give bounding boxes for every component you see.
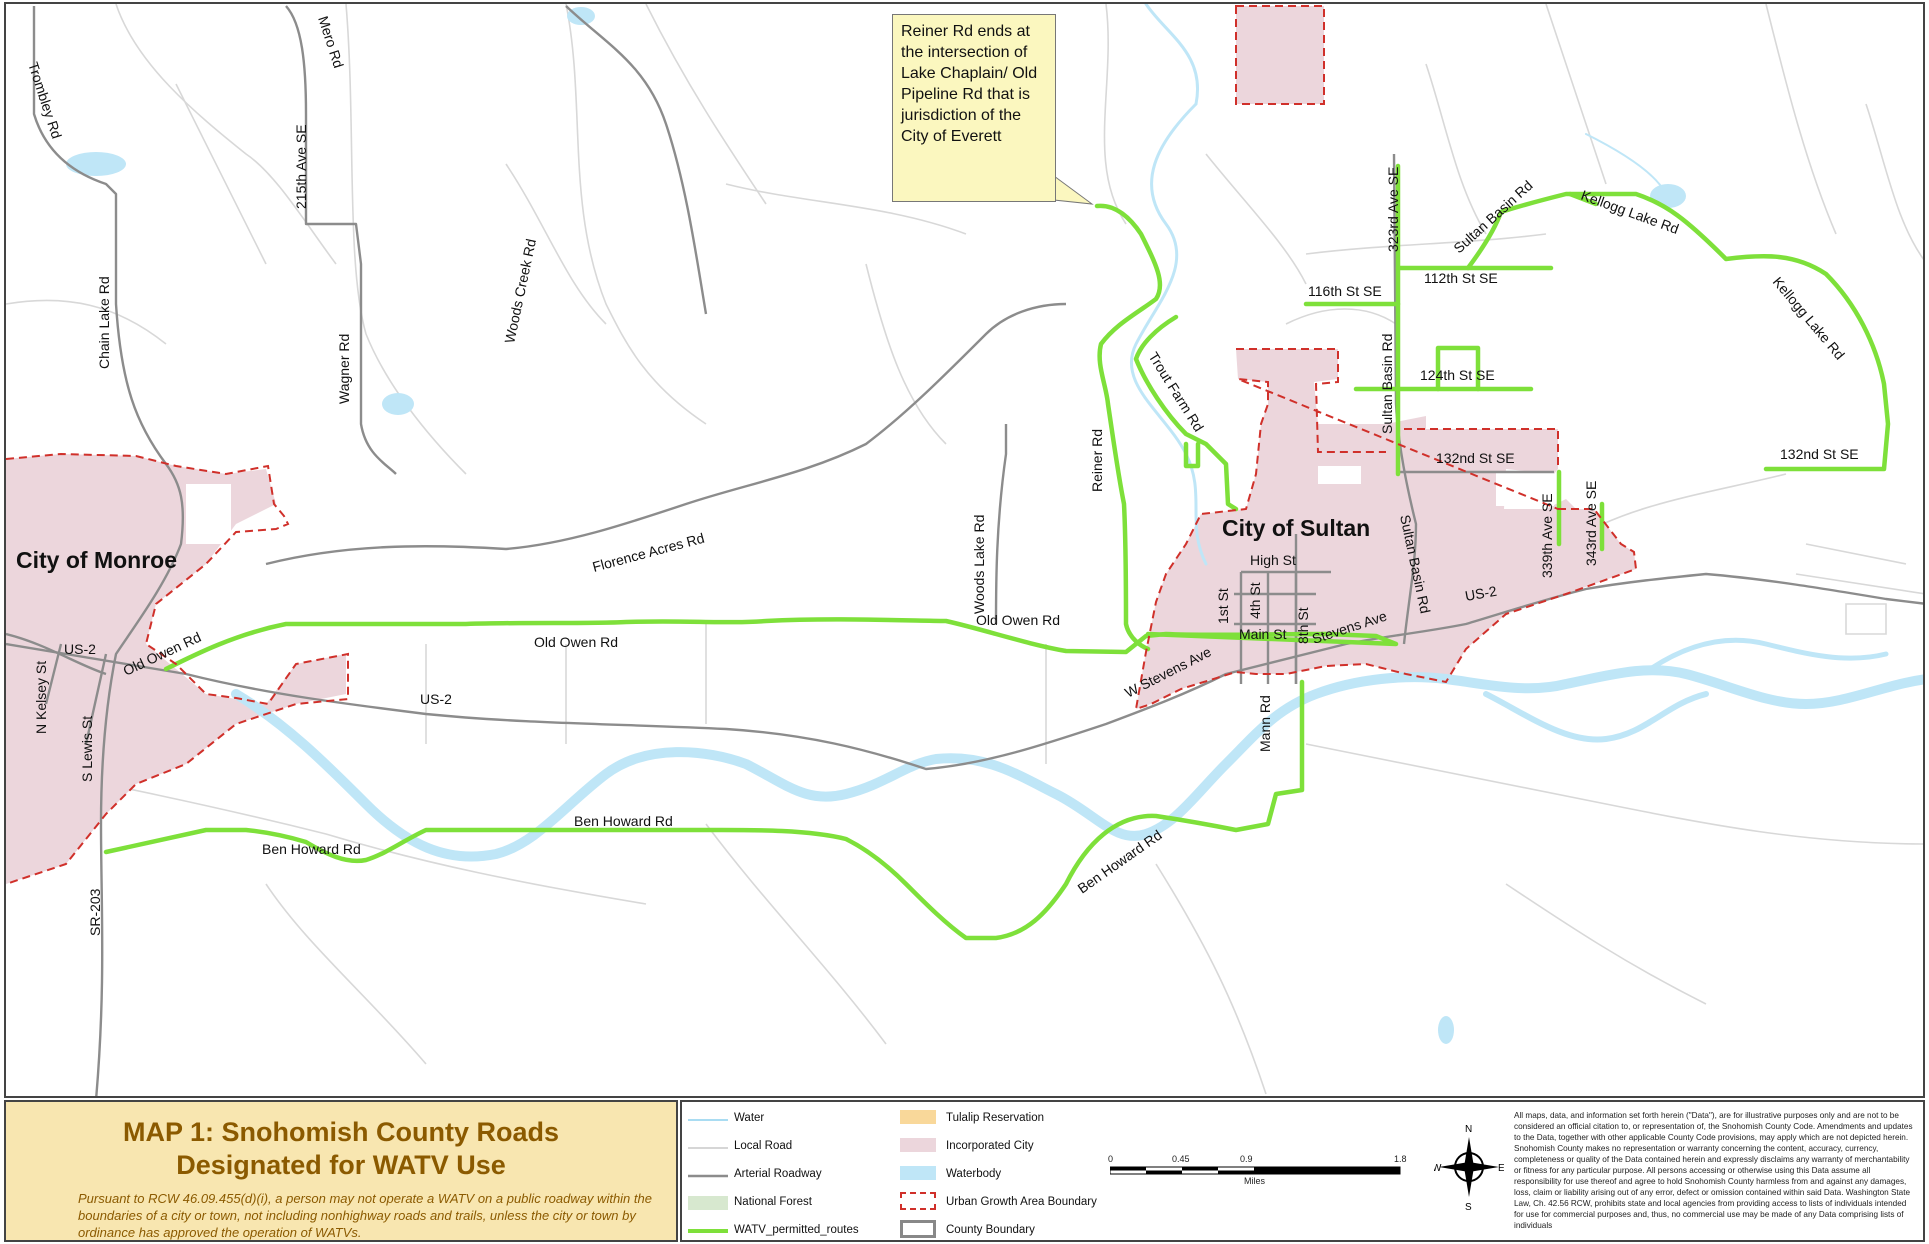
ave343-label: 343rd Ave SE (1583, 481, 1599, 566)
scale-unit: Miles (1244, 1176, 1266, 1186)
scale-label-045: 0.45 (1172, 1154, 1190, 1164)
uga-boundaries (6, 5, 1638, 885)
woods-creek-rd-label: Woods Creek Rd (501, 237, 539, 344)
disclaimer-text: All maps, data, and information set fort… (1514, 1111, 1913, 1230)
ave339-label: 339th Ave SE (1539, 493, 1555, 578)
wagner-rd-label: Wagner Rd (336, 334, 352, 404)
compass-east: E (1498, 1163, 1504, 1174)
legend-waterbody: Waterbody (946, 1168, 1002, 1180)
compass-south: S (1465, 1202, 1472, 1212)
scale-label-18: 1.8 (1394, 1154, 1407, 1164)
legend-uga: Urban Growth Area Boundary (946, 1196, 1097, 1208)
city-of-sultan-label: City of Sultan (1222, 515, 1370, 541)
legend-arterial: Arterial Roadway (734, 1168, 822, 1180)
ben-howard-rd-label-mid: Ben Howard Rd (574, 813, 673, 829)
st132-east-label: 132nd St SE (1780, 446, 1859, 462)
legend-incorporated: Incorporated City (946, 1140, 1034, 1152)
st116-label: 116th St SE (1308, 283, 1382, 299)
arterial-swatch (688, 1174, 728, 1178)
legend-water: Water (734, 1112, 765, 1124)
map-frame[interactable]: Trombley Rd Mero Rd 215th Ave SE Chain L… (4, 2, 1925, 1098)
national-forest-swatch (688, 1196, 728, 1210)
first-st-label: 1st St (1215, 588, 1231, 624)
map-title-line2: Designated for WATV Use (176, 1150, 506, 1180)
eighth-st-label: 8th St (1295, 607, 1311, 644)
old-owen-rd-label-east: Old Owen Rd (976, 612, 1060, 628)
title-panel: MAP 1: Snohomish County Roads Designated… (4, 1100, 678, 1242)
mann-rd-label: Mann Rd (1257, 695, 1273, 752)
legend-county: County Boundary (946, 1224, 1035, 1236)
legend-national-forest: National Forest (734, 1196, 812, 1208)
n-kelsey-st-label: N Kelsey St (33, 661, 49, 734)
uga-swatch (900, 1192, 936, 1210)
city-of-monroe-label: City of Monroe (16, 547, 177, 573)
st112-label: 112th St SE (1424, 270, 1498, 286)
watv-routes (103, 163, 1891, 941)
high-st-label: High St (1250, 552, 1296, 568)
water (66, 7, 1686, 1044)
legend-panel: Water Local Road Arterial Roadway Nation… (680, 1100, 1925, 1242)
incorporated-holes (186, 466, 1554, 544)
scale-label-09: 0.9 (1240, 1154, 1253, 1164)
waterbody-swatch (900, 1166, 936, 1180)
sultan-basin-rd-label-north: Sultan Basin Rd (1379, 334, 1395, 434)
ben-howard-rd-label-west: Ben Howard Rd (262, 841, 361, 857)
legend-watv: WATV_permitted_routes (734, 1224, 859, 1236)
incorporated-swatch (900, 1138, 936, 1152)
county-boundary-swatch (900, 1220, 936, 1238)
incorporated-areas (6, 6, 1636, 884)
florence-acres-rd-label: Florence Acres Rd (591, 530, 706, 575)
st124-label: 124th St SE (1420, 367, 1495, 383)
callout-pointer (1053, 175, 1094, 205)
compass-icon: N S W E (1434, 1124, 1504, 1212)
compass-north: N (1465, 1124, 1472, 1135)
sultan-basin-rd-label-ne: Sultan Basin Rd (1450, 177, 1535, 256)
mero-rd-label: Mero Rd (315, 14, 347, 70)
woods-lake-rd-label: Woods Lake Rd (971, 515, 987, 614)
legend-tulalip: Tulalip Reservation (946, 1112, 1045, 1124)
watv-swatch (688, 1229, 728, 1233)
rcw-note: Pursuant to RCW 46.09.455(d)(i), a perso… (78, 1191, 652, 1240)
ave215-label: 215th Ave SE (293, 124, 309, 209)
rivers (231, 4, 1923, 862)
tulalip-swatch (900, 1110, 936, 1124)
sr203-label: SR-203 (87, 888, 103, 936)
fourth-st-label: 4th St (1247, 582, 1263, 619)
s-lewis-st-label: S Lewis St (79, 716, 95, 782)
scale-bar (1110, 1166, 1401, 1175)
reiner-rd-callout: Reiner Rd ends at the intersection of La… (892, 14, 1056, 202)
legend-local-road: Local Road (734, 1140, 793, 1152)
map-title-line1: MAP 1: Snohomish County Roads (122, 1117, 560, 1147)
st132-label: 132nd St SE (1436, 450, 1515, 466)
main-st-label: Main St (1239, 626, 1287, 642)
map-canvas[interactable]: Trombley Rd Mero Rd 215th Ave SE Chain L… (6, 4, 1925, 1098)
us2-label-west: US-2 (64, 641, 96, 657)
old-owen-rd-label-mid: Old Owen Rd (534, 634, 618, 650)
trombley-rd-label: Trombley Rd (25, 60, 65, 141)
scale-label-0: 0 (1108, 1154, 1114, 1164)
ave323-label: 323rd Ave SE (1385, 167, 1401, 252)
local-road-swatch (688, 1147, 728, 1149)
us2-label-east: US-2 (1464, 583, 1498, 604)
reiner-rd-label: Reiner Rd (1089, 429, 1105, 492)
water-swatch (688, 1119, 728, 1121)
us2-label-mid: US-2 (420, 691, 452, 707)
compass-west: W (1434, 1163, 1442, 1174)
chain-lake-rd-label: Chain Lake Rd (96, 276, 112, 369)
arterial-roads (6, 5, 1923, 1096)
